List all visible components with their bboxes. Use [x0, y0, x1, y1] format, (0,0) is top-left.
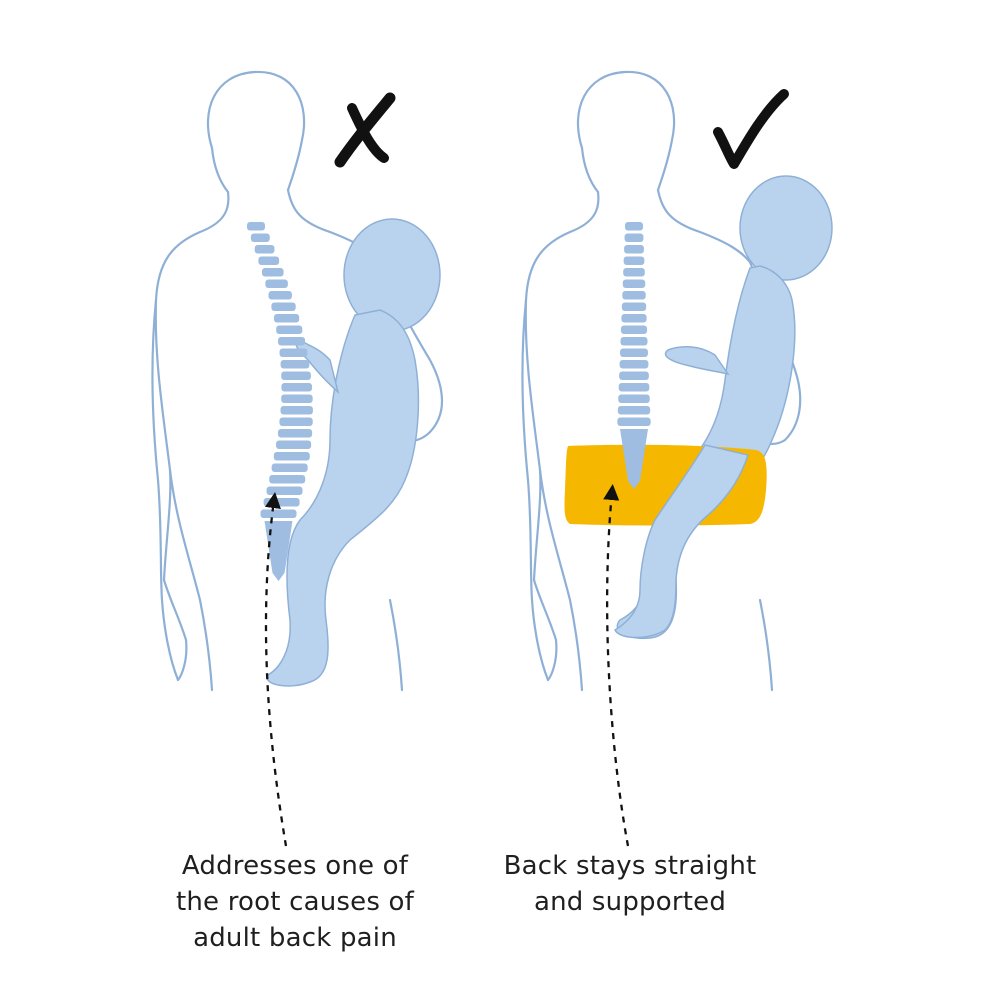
caption-line: the root causes of — [175, 887, 415, 917]
caption-line: and supported — [533, 887, 727, 917]
vertebra — [279, 348, 308, 357]
panel-correct — [521, 70, 833, 847]
vertebra — [620, 325, 648, 334]
child-leg-over-belt — [614, 444, 749, 639]
vertebra — [276, 325, 303, 334]
vertebra — [273, 452, 310, 461]
check-mark-icon — [713, 89, 789, 169]
vertebra — [618, 394, 650, 403]
vertebra — [276, 440, 312, 449]
child-figure-left — [266, 218, 441, 687]
vertebra — [624, 233, 644, 242]
vertebra — [247, 222, 265, 231]
caption-line: adult back pain — [193, 923, 397, 953]
caption-line: Back stays straight — [503, 851, 757, 881]
vertebra — [622, 279, 646, 288]
vertebra — [622, 291, 646, 300]
vertebra — [265, 279, 288, 288]
vertebra — [281, 371, 311, 380]
vertebra — [280, 360, 310, 369]
arrow-left — [264, 492, 288, 847]
vertebra — [623, 268, 645, 277]
vertebra — [621, 302, 647, 311]
spine-curved — [247, 222, 313, 581]
vertebra — [266, 486, 303, 495]
vertebra — [619, 360, 649, 369]
caption-line: Addresses one of — [181, 851, 409, 881]
vertebra — [281, 394, 313, 403]
vertebra — [623, 256, 645, 265]
vertebra — [268, 291, 292, 300]
vertebra — [261, 268, 284, 277]
vertebra — [280, 406, 313, 415]
vertebra — [258, 256, 280, 265]
vertebra — [277, 429, 313, 438]
vertebra — [278, 337, 306, 346]
vertebra — [250, 233, 270, 242]
panel-incorrect — [151, 70, 444, 847]
cross-mark-icon — [334, 92, 396, 168]
vertebra — [273, 314, 300, 323]
sacrum — [264, 521, 293, 581]
vertebra — [271, 463, 308, 472]
vertebra — [260, 509, 297, 518]
vertebra — [254, 245, 275, 254]
caption-correct: Back stays straight and supported — [485, 848, 775, 920]
vertebra — [618, 383, 650, 392]
vertebra — [617, 417, 651, 426]
vertebra — [271, 302, 296, 311]
vertebra — [619, 371, 649, 380]
arrow-right — [603, 483, 630, 847]
vertebra — [281, 383, 313, 392]
sacrum — [620, 429, 648, 489]
spine-straight — [617, 222, 651, 489]
vertebra — [269, 475, 306, 484]
vertebra — [279, 417, 313, 426]
vertebra — [624, 245, 644, 254]
vertebra — [620, 348, 648, 357]
caption-incorrect: Addresses one of the root causes of adul… — [130, 848, 460, 956]
vertebra — [620, 337, 648, 346]
vertebra — [625, 222, 643, 231]
vertebra — [617, 406, 651, 415]
vertebra — [621, 314, 647, 323]
vertebra — [263, 498, 300, 507]
